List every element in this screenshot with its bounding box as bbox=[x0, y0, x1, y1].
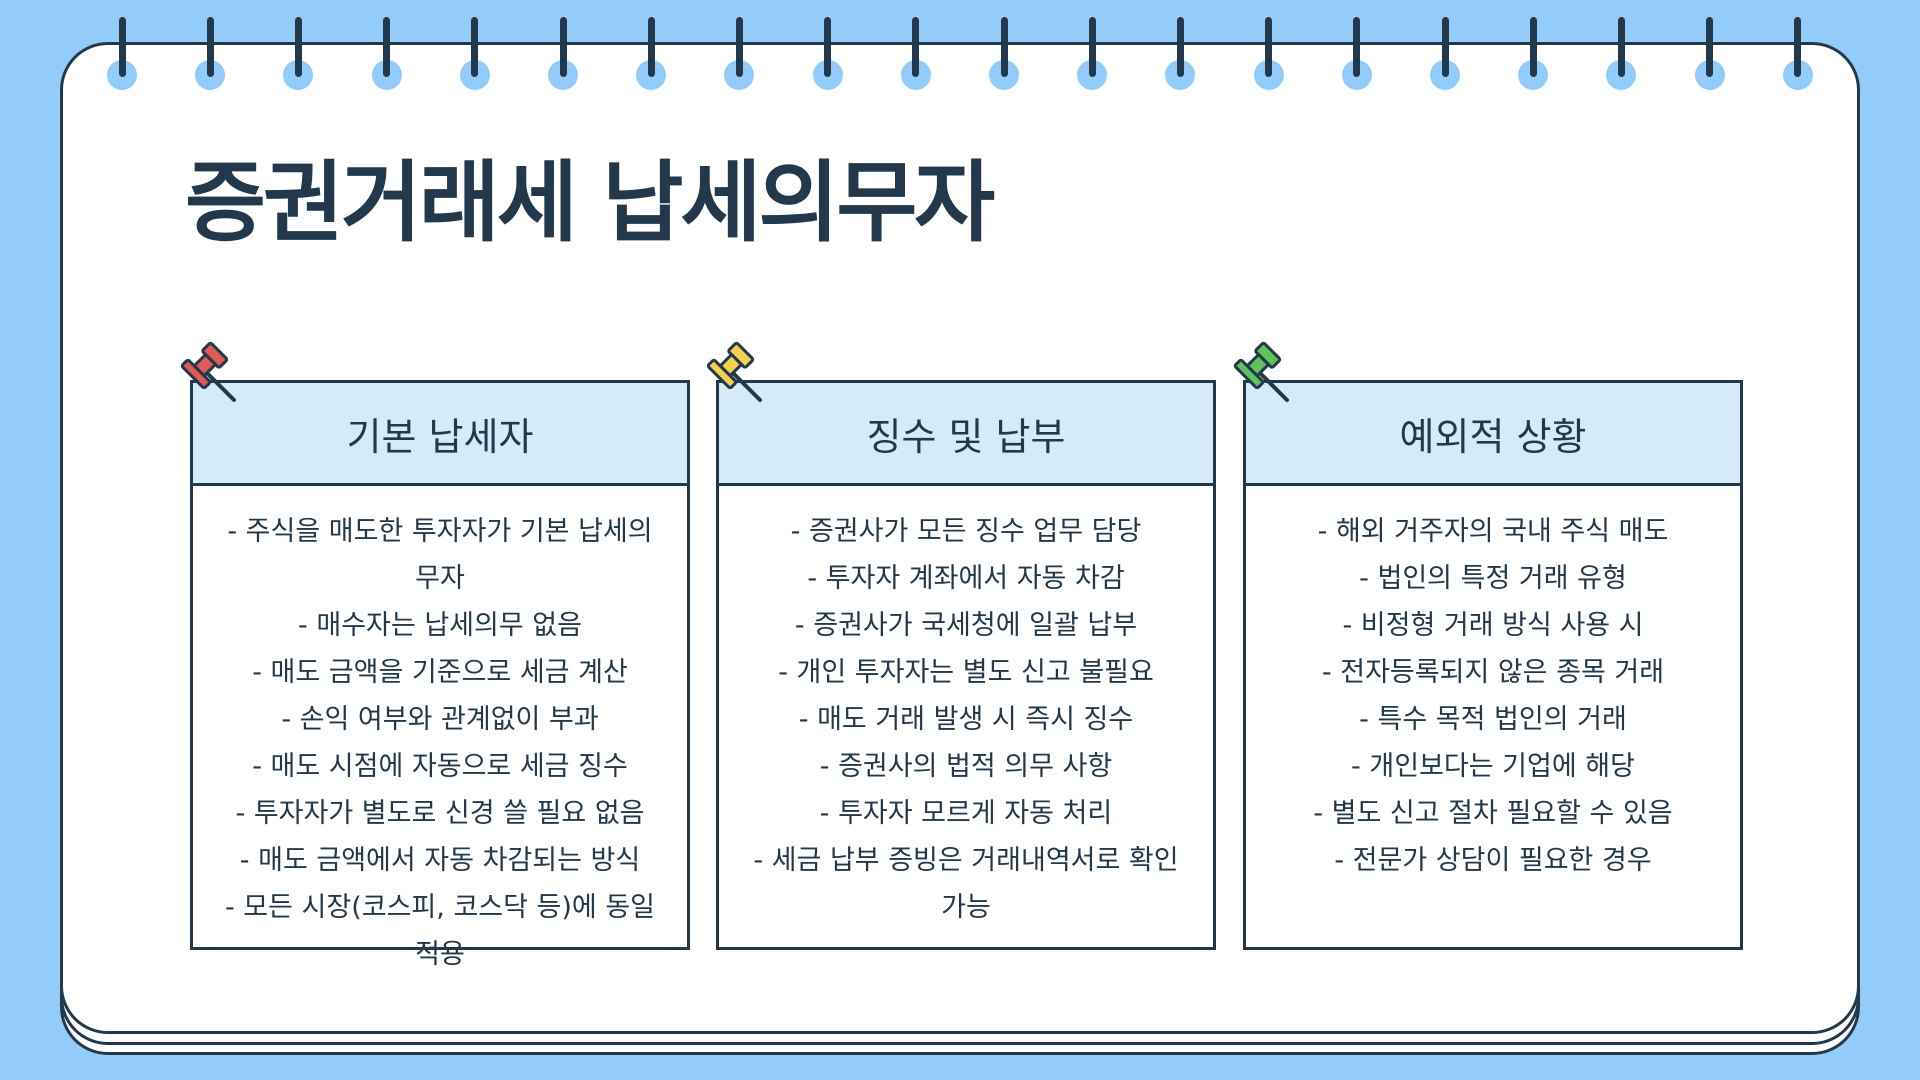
list-item: - 세금 납부 증빙은 거래내역서로 확인 가능 bbox=[753, 845, 1179, 923]
list-item: - 모든 시장(코스피, 코스닥 등)에 동일 적용 bbox=[224, 892, 656, 970]
card-collection-payment: 징수 및 납부 - 증권사가 모든 징수 업무 담당 - 투자자 계좌에서 자동… bbox=[716, 380, 1216, 950]
binding-ring bbox=[1353, 17, 1361, 77]
list-item: - 증권사가 모든 징수 업무 담당 bbox=[790, 516, 1142, 547]
page-title: 증권거래세 납세의무자 bbox=[185, 151, 995, 254]
binding-ring bbox=[383, 17, 391, 77]
list-item: - 전문가 상담이 필요한 경우 bbox=[1334, 845, 1652, 876]
card-exceptions: 예외적 상황 - 해외 거주자의 국내 주식 매도 - 법인의 특정 거래 유형… bbox=[1243, 380, 1743, 950]
binding-ring bbox=[206, 17, 214, 77]
binding-ring bbox=[1265, 17, 1273, 77]
list-item: - 투자자 계좌에서 자동 차감 bbox=[807, 563, 1125, 594]
list-item: - 주식을 매도한 투자자가 기본 납세의무자 bbox=[227, 516, 653, 594]
list-item: - 투자자 모르게 자동 처리 bbox=[819, 798, 1113, 829]
list-item: - 매도 거래 발생 시 즉시 징수 bbox=[798, 704, 1134, 735]
list-item: - 해외 거주자의 국내 주식 매도 bbox=[1317, 516, 1669, 547]
binding-ring bbox=[559, 17, 567, 77]
binding-ring bbox=[1441, 17, 1449, 77]
list-item: - 손익 여부와 관계없이 부과 bbox=[281, 704, 599, 735]
list-item: - 매도 금액을 기준으로 세금 계산 bbox=[252, 657, 628, 688]
yellow-pushpin-icon bbox=[706, 341, 762, 402]
list-item: - 전자등록되지 않은 종목 거래 bbox=[1321, 657, 1665, 688]
list-item: - 개인 투자자는 별도 신고 불필요 bbox=[778, 657, 1154, 688]
binding-ring bbox=[1706, 17, 1714, 77]
binding-ring bbox=[1529, 17, 1537, 77]
binding-ring bbox=[1794, 17, 1802, 77]
list-item: - 비정형 거래 방식 사용 시 bbox=[1342, 610, 1644, 641]
list-item: - 증권사가 국세청에 일괄 납부 bbox=[794, 610, 1138, 641]
card-header: 징수 및 납부 bbox=[719, 383, 1213, 486]
list-item: - 매도 시점에 자동으로 세금 징수 bbox=[252, 751, 628, 782]
card-header: 기본 납세자 bbox=[193, 383, 687, 486]
binding-ring bbox=[912, 17, 920, 77]
binding-ring bbox=[1000, 17, 1008, 77]
list-item: - 매수자는 납세의무 없음 bbox=[298, 610, 582, 641]
list-item: - 증권사의 법적 의무 사항 bbox=[819, 751, 1113, 782]
red-pushpin-icon bbox=[180, 341, 236, 402]
binding-ring bbox=[118, 17, 126, 77]
card-body: - 증권사가 모든 징수 업무 담당 - 투자자 계좌에서 자동 차감 - 증권… bbox=[749, 508, 1183, 931]
binding-ring bbox=[735, 17, 743, 77]
card-basic-taxpayer: 기본 납세자 - 주식을 매도한 투자자가 기본 납세의무자 - 매수자는 납세… bbox=[190, 380, 690, 970]
list-item: - 별도 신고 절차 필요할 수 있음 bbox=[1313, 798, 1673, 829]
list-item: - 법인의 특정 거래 유형 bbox=[1359, 563, 1627, 594]
card-body: - 해외 거주자의 국내 주식 매도 - 법인의 특정 거래 유형 - 비정형 … bbox=[1276, 508, 1710, 884]
binding-ring bbox=[824, 17, 832, 77]
list-item: - 매도 금액에서 자동 차감되는 방식 bbox=[239, 845, 641, 876]
binding-ring bbox=[471, 17, 479, 77]
card-body: - 주식을 매도한 투자자가 기본 납세의무자 - 매수자는 납세의무 없음 -… bbox=[223, 508, 657, 978]
binding-ring bbox=[647, 17, 655, 77]
list-item: - 투자자가 별도로 신경 쓸 필요 없음 bbox=[235, 798, 645, 829]
binding-ring bbox=[294, 17, 302, 77]
binding-ring bbox=[1088, 17, 1096, 77]
green-pushpin-icon bbox=[1233, 341, 1289, 402]
card-header: 예외적 상황 bbox=[1246, 383, 1740, 486]
binding-ring bbox=[1176, 17, 1184, 77]
binding-ring bbox=[1617, 17, 1625, 77]
list-item: - 개인보다는 기업에 해당 bbox=[1351, 751, 1635, 782]
list-item: - 특수 목적 법인의 거래 bbox=[1359, 704, 1627, 735]
